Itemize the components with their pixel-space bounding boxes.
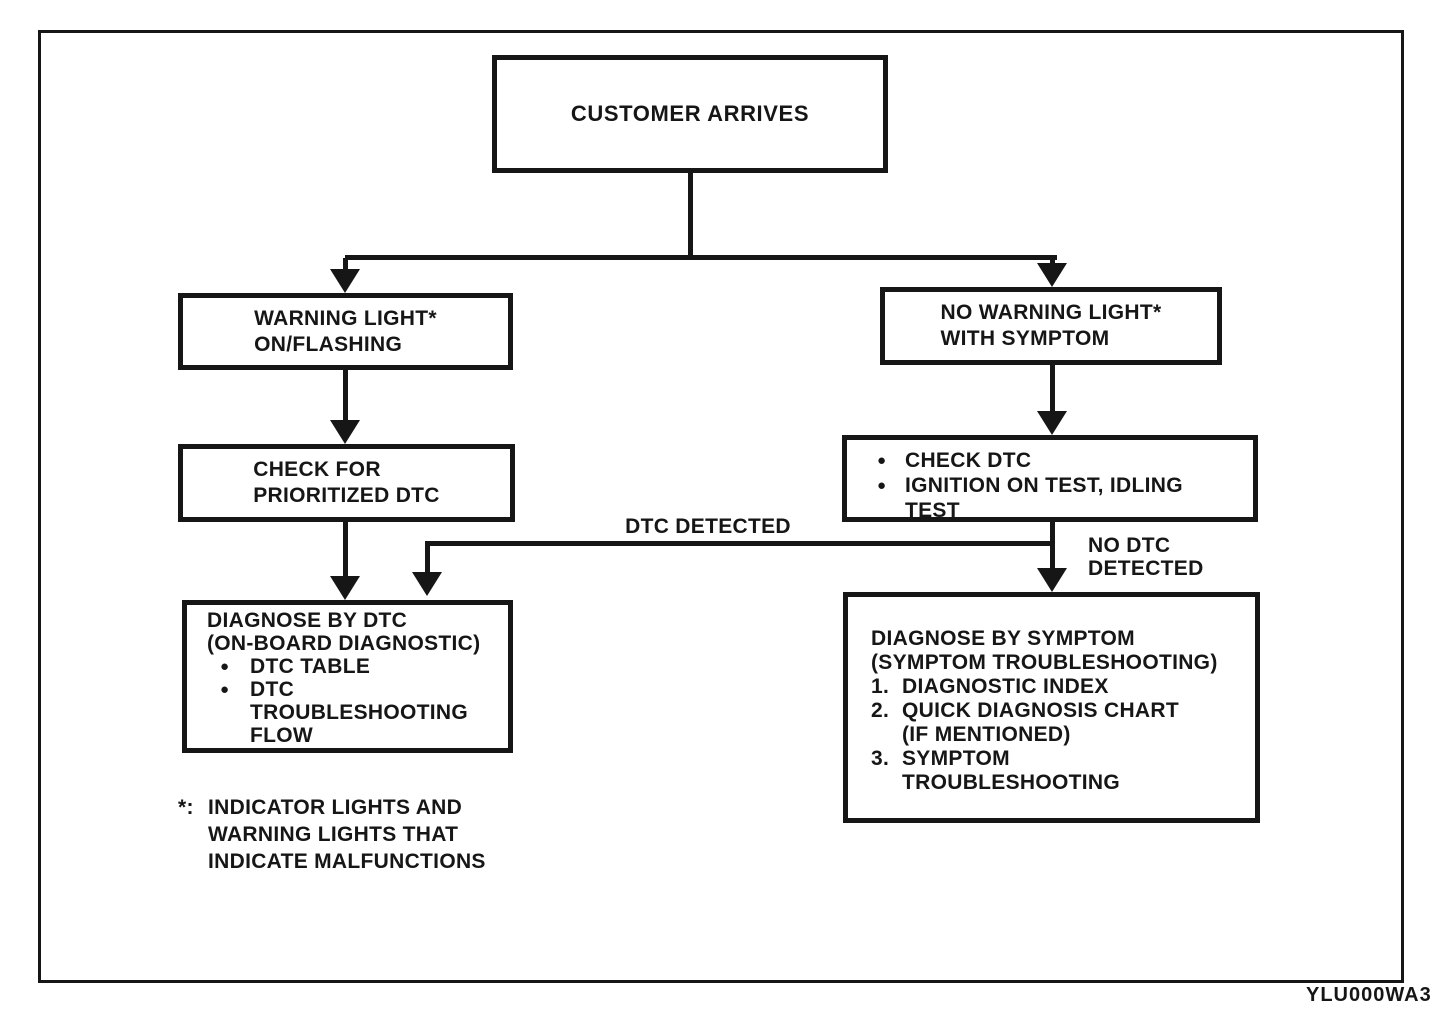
- diagnose-symptom-item1-number: 1.: [871, 675, 890, 698]
- node-warning-light-line2: ON/FLASHING: [254, 332, 403, 356]
- diagnose-dtc-bullet2-line1: DTC: [250, 678, 295, 701]
- node-check-dtc-tests: ● CHECK DTC ● IGNITION ON TEST, IDLING T…: [842, 435, 1258, 522]
- connector-split-horizontal: [345, 255, 1057, 260]
- node-check-for-prioritized-dtc: CHECK FOR PRIORITIZED DTC: [178, 444, 515, 522]
- diagnose-symptom-item-1: 1. DIAGNOSTIC INDEX: [871, 675, 1249, 699]
- diagnose-symptom-item2-text: QUICK DIAGNOSIS CHART (IF MENTIONED): [902, 699, 1179, 747]
- diagnose-symptom-item2-line1: QUICK DIAGNOSIS CHART: [902, 699, 1179, 722]
- node-no-warning-light-text: NO WARNING LIGHT* WITH SYMPTOM: [941, 300, 1162, 352]
- edge-label-no-dtc-detected: NO DTC DETECTED: [1088, 534, 1204, 580]
- diagnose-dtc-title: DIAGNOSE BY DTC: [207, 609, 408, 632]
- footnote-row: *: INDICATOR LIGHTS AND WARNING LIGHTS T…: [178, 794, 486, 875]
- footnote-line3: INDICATE MALFUNCTIONS: [208, 850, 486, 873]
- check-dtc-bullet1-line1: CHECK DTC: [905, 449, 1032, 472]
- diagram-border: [38, 30, 1404, 983]
- bullet-icon: ●: [877, 452, 887, 469]
- arrowhead-to-check-dtc: [1037, 411, 1067, 435]
- connector-customer-stem: [688, 173, 693, 257]
- check-dtc-bullet2-text: IGNITION ON TEST, IDLING TEST: [905, 473, 1183, 523]
- node-warning-light-on-flashing: WARNING LIGHT* ON/FLASHING: [178, 293, 513, 370]
- node-diagnose-by-dtc: DIAGNOSE BY DTC (ON-BOARD DIAGNOSTIC) ● …: [182, 600, 513, 753]
- node-diagnose-by-symptom: DIAGNOSE BY SYMPTOM (SYMPTOM TROUBLESHOO…: [843, 592, 1260, 823]
- footnote-asterisk-marker: *:: [178, 796, 194, 819]
- edge-label-no-dtc-line1: NO DTC: [1088, 534, 1171, 557]
- connector-left-drop: [343, 258, 348, 272]
- footnote-text: INDICATOR LIGHTS AND WARNING LIGHTS THAT…: [208, 794, 486, 875]
- arrowhead-to-warning-light: [330, 269, 360, 293]
- diagnose-dtc-bullet-row-2: ● DTC TROUBLESHOOTING FLOW: [207, 678, 504, 747]
- arrowhead-to-check-prioritized: [330, 420, 360, 444]
- node-customer-arrives-label: CUSTOMER ARRIVES: [570, 101, 810, 126]
- footnote-line2: WARNING LIGHTS THAT: [208, 823, 459, 846]
- connector-dtc-detected-drop: [425, 541, 430, 574]
- edge-label-dtc-detected: DTC DETECTED: [625, 515, 791, 538]
- connector-warning-to-check: [343, 370, 348, 422]
- diagnose-dtc-subtitle: (ON-BOARD DIAGNOSTIC): [207, 632, 481, 655]
- connector-checkdtc-to-diagnose-symptom: [1050, 522, 1055, 570]
- diagnose-dtc-bullet1-line1: DTC TABLE: [250, 655, 371, 678]
- node-check-prioritized-line1: CHECK FOR: [253, 458, 381, 481]
- bullet-icon: ●: [877, 477, 887, 494]
- check-dtc-bullet2-line1: IGNITION ON TEST, IDLING: [905, 474, 1183, 497]
- diagnose-symptom-item3-text: SYMPTOM TROUBLESHOOTING: [902, 747, 1120, 795]
- diagnose-symptom-subtitle: (SYMPTOM TROUBLESHOOTING): [871, 651, 1218, 674]
- edge-label-no-dtc-line2: DETECTED: [1088, 557, 1204, 580]
- connector-right-drop: [1050, 258, 1055, 266]
- check-dtc-bullet2-line2: TEST: [905, 499, 960, 522]
- arrowhead-to-diagnose-symptom: [1037, 568, 1067, 592]
- node-customer-arrives: CUSTOMER ARRIVES: [492, 55, 888, 173]
- diagnose-symptom-item1-line1: DIAGNOSTIC INDEX: [902, 675, 1109, 698]
- diagnose-symptom-item-3: 3. SYMPTOM TROUBLESHOOTING: [871, 747, 1249, 795]
- diagnose-dtc-bullet-row-1: ● DTC TABLE: [207, 655, 504, 678]
- diagnose-symptom-title: DIAGNOSE BY SYMPTOM: [871, 627, 1135, 650]
- diagnose-symptom-item3-number: 3.: [871, 747, 890, 770]
- diagnose-dtc-bullet1-text: DTC TABLE: [250, 655, 370, 678]
- node-no-warning-light-line1: NO WARNING LIGHT*: [940, 301, 1162, 324]
- node-warning-light-text: WARNING LIGHT* ON/FLASHING: [254, 306, 437, 358]
- connector-dtc-detected-horizontal: [427, 541, 1055, 546]
- node-check-prioritized-line2: PRIORITIZED DTC: [253, 484, 440, 507]
- check-dtc-bullet-row-1: ● CHECK DTC: [877, 448, 1247, 473]
- diagnose-dtc-bullet2-line2: TROUBLESHOOTING: [250, 701, 468, 724]
- diagnose-symptom-item3-line2: TROUBLESHOOTING: [902, 771, 1120, 794]
- arrowhead-to-no-warning-light: [1037, 263, 1067, 287]
- diagnose-symptom-item1-text: DIAGNOSTIC INDEX: [902, 675, 1109, 699]
- arrowhead-dtc-detected-to-diagnose-dtc: [412, 572, 442, 596]
- footnote-line1: INDICATOR LIGHTS AND: [208, 796, 463, 819]
- bullet-icon: ●: [220, 658, 230, 675]
- bullet-icon: ●: [220, 681, 230, 698]
- footnote: *: INDICATOR LIGHTS AND WARNING LIGHTS T…: [178, 794, 486, 875]
- diagnose-dtc-bullet2-text: DTC TROUBLESHOOTING FLOW: [250, 678, 468, 747]
- connector-check-to-diagnose-dtc: [343, 522, 348, 578]
- node-check-prioritized-text: CHECK FOR PRIORITIZED DTC: [253, 457, 440, 509]
- node-warning-light-line1: WARNING LIGHT*: [254, 306, 437, 330]
- node-no-warning-light-line2: WITH SYMPTOM: [940, 327, 1110, 350]
- arrowhead-to-diagnose-dtc: [330, 576, 360, 600]
- diagnose-symptom-item3-line1: SYMPTOM: [902, 747, 1010, 770]
- figure-code: YLU000WA3: [1306, 984, 1432, 1006]
- diagnose-dtc-bullet2-line3: FLOW: [250, 724, 314, 747]
- diagnose-symptom-item2-line2: (IF MENTIONED): [902, 723, 1071, 746]
- diagnose-symptom-item2-number: 2.: [871, 699, 890, 722]
- connector-nowarning-to-checkdtc: [1050, 365, 1055, 413]
- check-dtc-bullet1-text: CHECK DTC: [905, 448, 1031, 473]
- diagnose-symptom-item-2: 2. QUICK DIAGNOSIS CHART (IF MENTIONED): [871, 699, 1249, 747]
- check-dtc-bullet-row-2: ● IGNITION ON TEST, IDLING TEST: [877, 473, 1247, 523]
- node-no-warning-light-with-symptom: NO WARNING LIGHT* WITH SYMPTOM: [880, 287, 1222, 365]
